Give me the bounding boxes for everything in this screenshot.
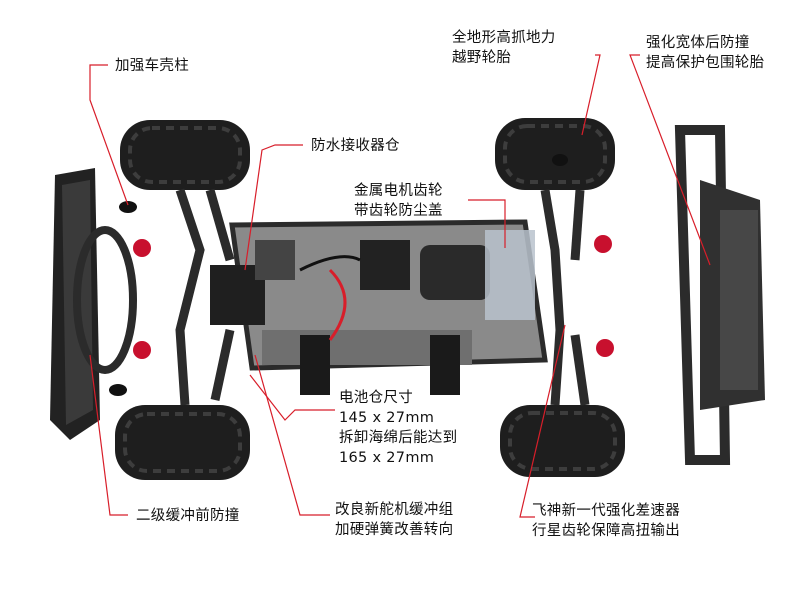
rear-right-tire [500,405,625,477]
rear-bumper-label-line2: 提高保护包围轮胎 [646,55,765,71]
callout-differential: 飞神新一代强化差速器 行星齿轮保障高扭输出 [532,501,680,541]
rear-suspension [540,189,590,406]
callout-servo-saver: 改良新舵机缓冲组 加硬弹簧改善转向 [335,500,453,540]
callout-motor-gear: 金属电机齿轮 带齿轮防尘盖 [354,181,443,221]
callout-rear-bumper: 强化宽体后防撞 提高保护包围轮胎 [646,33,764,73]
battery-label-line1: 电池仓尺寸 [339,390,413,406]
shell-post-label: 加强车壳柱 [115,58,189,74]
front-bumper [50,168,137,440]
motor-gear-label-line1: 金属电机齿轮 [354,183,443,199]
servo-label-line1: 改良新舵机缓冲组 [335,502,454,518]
front-right-tire [115,405,250,480]
tires-label-line1: 全地形高抓地力 [452,30,556,46]
esc-and-motor [299,230,535,341]
diff-label-line2: 行星齿轮保障高扭输出 [532,523,680,539]
callout-tires: 全地形高抓地力 越野轮胎 [452,28,556,68]
rear-bumper-label-line1: 强化宽体后防撞 [646,35,750,51]
servo-label-line2: 加硬弹簧改善转向 [335,522,454,538]
rear-bumper [674,125,765,465]
front-bumper-label: 二级缓冲前防撞 [136,508,240,524]
battery-label-line3: 拆卸海绵后能达到 [339,430,458,446]
receiver-box [210,240,295,325]
callout-front-bumper: 二级缓冲前防撞 [136,506,240,526]
callout-shell-post: 加强车壳柱 [115,56,189,76]
body-posts [109,154,568,396]
battery-label-line4: 165 x 27mm [339,450,435,466]
callout-receiver-box: 防水接收器仓 [311,136,400,156]
red-hubs [133,235,614,359]
rear-left-tire [495,118,615,190]
front-suspension [175,188,235,406]
receiver-box-label: 防水接收器仓 [311,138,400,154]
callout-battery-bay: 电池仓尺寸 145 x 27mm 拆卸海绵后能达到 165 x 27mm [339,388,457,468]
tires-label-line2: 越野轮胎 [452,50,512,66]
front-left-tire [120,120,250,190]
diff-label-line1: 飞神新一代强化差速器 [532,503,680,519]
motor-gear-label-line2: 带齿轮防尘盖 [354,203,443,219]
battery-label-line2: 145 x 27mm [339,410,435,426]
leader-lines [89,54,711,518]
